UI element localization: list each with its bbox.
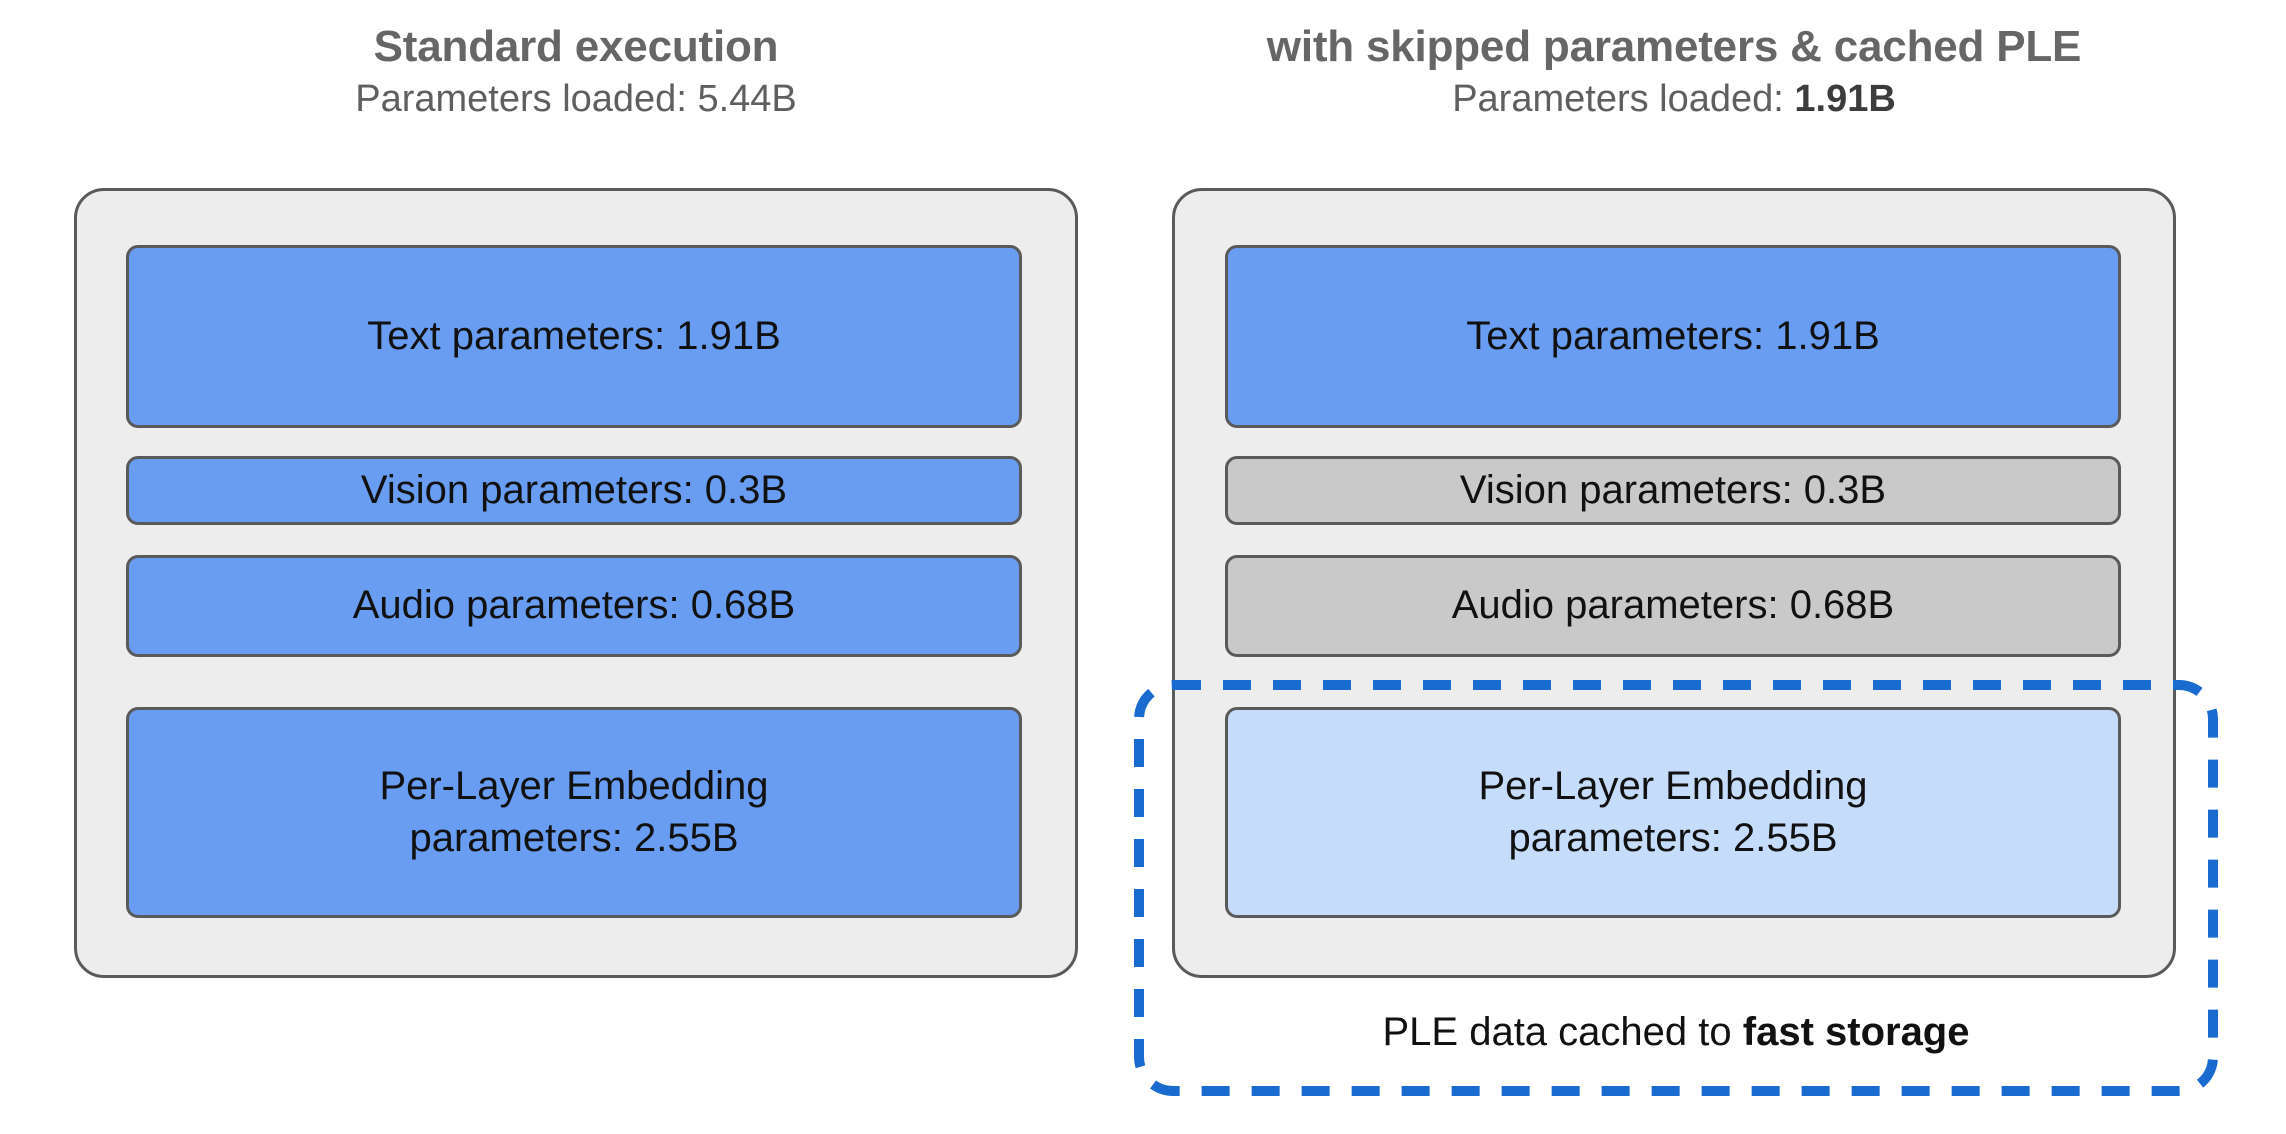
block-label: Vision parameters: 0.3B xyxy=(1459,467,1887,512)
block-label: Text parameters: 1.91B xyxy=(1466,313,1880,358)
block-optimized-audio-parameters[interactable]: Audio parameters: 0.68B xyxy=(1225,555,2121,657)
block-optimized-ple-parameters[interactable]: Per-Layer Embedding parameters: 2.55B xyxy=(1225,707,2121,918)
block-label: Audio parameters: 0.68B xyxy=(352,583,796,628)
subtitle-label-optimized: Parameters loaded: xyxy=(1452,78,1795,120)
block-label: Audio parameters: 0.68B xyxy=(1451,583,1895,628)
block-standard-vision-parameters[interactable]: Vision parameters: 0.3B xyxy=(126,456,1022,525)
subtitle-value-optimized: 1.91B xyxy=(1794,78,1896,120)
subtitle-value-standard: 5.44B xyxy=(697,78,797,120)
block-label: Text parameters: 1.91B xyxy=(367,313,781,358)
block-standard-text-parameters[interactable]: Text parameters: 1.91B xyxy=(126,245,1022,428)
block-label-line2: parameters: 2.55B xyxy=(409,815,739,860)
column-subtitle-standard: Parameters loaded: 5.44B xyxy=(74,78,1078,121)
column-title-optimized: with skipped parameters & cached PLE xyxy=(1266,22,2082,71)
column-subtitle-optimized: Parameters loaded: 1.91B xyxy=(1172,78,2176,121)
block-label-line1: Per-Layer Embedding xyxy=(1478,764,1868,809)
block-label-line2: parameters: 2.55B xyxy=(1508,815,1838,860)
block-optimized-text-parameters[interactable]: Text parameters: 1.91B xyxy=(1225,245,2121,428)
column-title-standard: Standard execution xyxy=(373,22,779,71)
cache-caption-prefix: PLE data cached to xyxy=(1382,1010,1743,1054)
block-standard-ple-parameters[interactable]: Per-Layer Embedding parameters: 2.55B xyxy=(126,707,1022,918)
cache-caption: PLE data cached to fast storage xyxy=(1134,1010,2218,1055)
block-standard-audio-parameters[interactable]: Audio parameters: 0.68B xyxy=(126,555,1022,657)
subtitle-label-standard: Parameters loaded: xyxy=(355,78,698,120)
block-optimized-vision-parameters[interactable]: Vision parameters: 0.3B xyxy=(1225,456,2121,525)
block-label-line1: Per-Layer Embedding xyxy=(379,764,769,809)
cache-caption-emphasis: fast storage xyxy=(1742,1010,1970,1054)
block-label: Vision parameters: 0.3B xyxy=(360,467,788,512)
